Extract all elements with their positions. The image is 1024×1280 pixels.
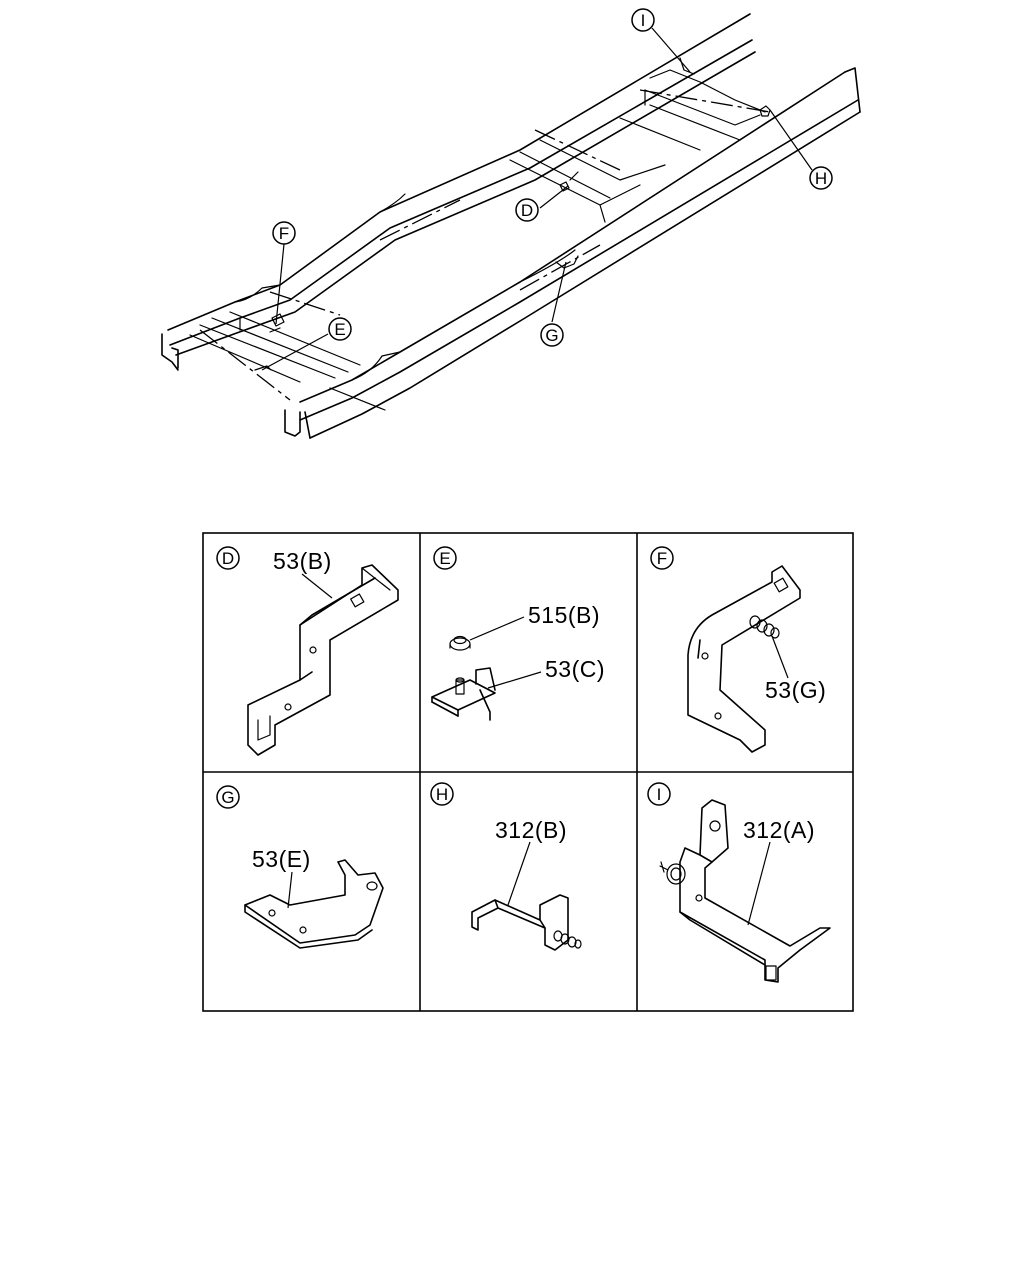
callout-f: F	[272, 221, 296, 245]
detail-d-part-53b: 53(B)	[273, 548, 332, 574]
detail-grid: D 53(B) E 515(B) 53(C)	[202, 532, 854, 1012]
detail-e-part-515b: 515(B)	[528, 602, 600, 628]
detail-d-letter: D	[222, 549, 234, 568]
detail-f-part-53g: 53(G)	[765, 677, 826, 703]
callout-d: D	[515, 198, 539, 222]
front-cross-member	[161, 311, 386, 439]
detail-h-letter: H	[436, 785, 448, 804]
right-side-rail	[299, 67, 861, 439]
left-side-rail	[167, 13, 756, 356]
bracket-g-mark	[555, 255, 579, 269]
bracket-53g-drawing	[687, 565, 801, 753]
detail-g-part-53e: 53(E)	[252, 846, 311, 872]
bracket-312a-drawing	[659, 799, 831, 983]
middle-cross-member	[509, 139, 666, 223]
callout-e: E	[328, 317, 352, 341]
detail-g: G 53(E)	[216, 785, 384, 949]
bracket-i-mark	[679, 57, 695, 75]
callout-f-label: F	[279, 224, 289, 243]
bracket-h-mark	[759, 105, 771, 117]
bracket-d-mark	[559, 171, 579, 192]
callout-g-label: G	[545, 326, 558, 345]
chassis-frame-drawing: I H D F E G	[161, 8, 861, 439]
callout-i-label: I	[641, 11, 646, 30]
detail-f: F 53(G)	[650, 546, 826, 753]
detail-d: D 53(B)	[216, 546, 399, 756]
rear-cross-member	[619, 69, 766, 151]
detail-f-letter: F	[657, 549, 667, 568]
callout-d-label: D	[521, 201, 533, 220]
detail-h-part-312b: 312(B)	[495, 817, 567, 843]
detail-e: E 515(B) 53(C)	[431, 546, 605, 721]
bracket-e-mark	[254, 365, 272, 371]
callout-h-label: H	[815, 169, 827, 188]
bracket-53c-drawing	[431, 667, 496, 721]
callout-e-label: E	[334, 320, 345, 339]
nut-312a-drawing	[659, 861, 686, 885]
bracket-312b-drawing	[471, 894, 582, 951]
detail-i: I 312(A)	[647, 782, 831, 983]
detail-h: H 312(B)	[430, 782, 582, 951]
detail-g-letter: G	[221, 788, 234, 807]
callout-g: G	[540, 323, 564, 347]
detail-e-letter: E	[439, 549, 450, 568]
stud-312b-drawing	[553, 930, 582, 949]
bracket-53e-drawing	[244, 859, 384, 949]
callout-h: H	[809, 166, 833, 190]
detail-e-part-53c: 53(C)	[545, 656, 605, 682]
bracket-53b-drawing	[247, 564, 399, 756]
detail-i-letter: I	[657, 785, 662, 804]
callout-i: I	[631, 8, 655, 32]
stud-53g-drawing	[749, 615, 780, 639]
detail-i-part-312a: 312(A)	[743, 817, 815, 843]
nut-515b-drawing	[449, 635, 471, 651]
